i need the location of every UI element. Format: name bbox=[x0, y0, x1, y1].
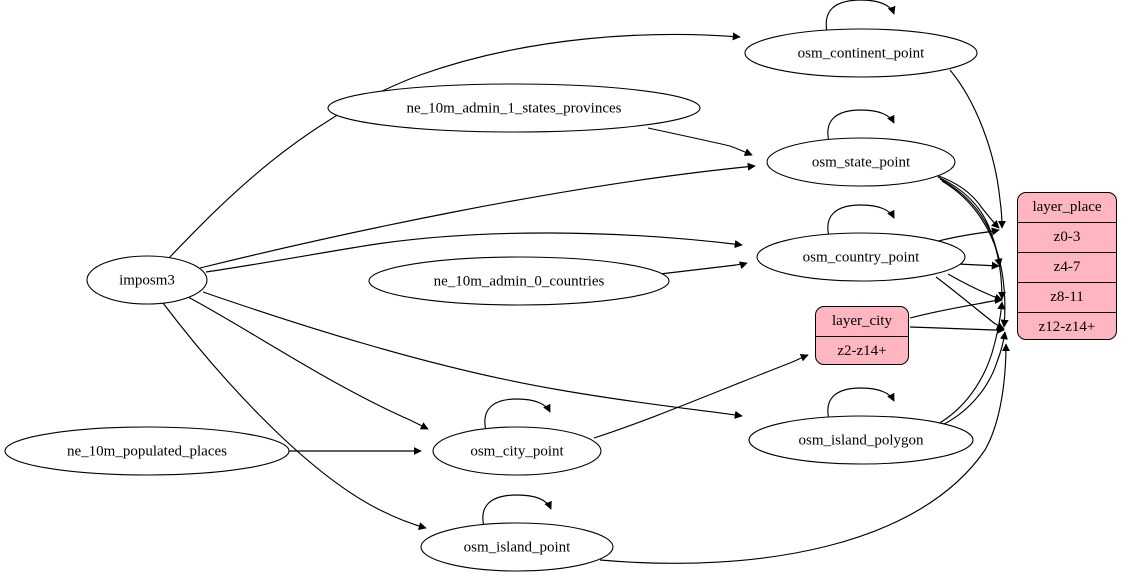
selfloop-osm_state_point bbox=[827, 109, 895, 143]
record-row-layer-place-z0-3[interactable]: z0-3 bbox=[1018, 223, 1116, 253]
edge-imposm3-to-osm_island_point bbox=[162, 302, 427, 530]
edge-ne_10m_admin_1_states_provinces-to-osm_state_point bbox=[647, 127, 753, 156]
edge-osm_state_point-to-layer_place-z12-z14+ bbox=[941, 180, 1009, 328]
record-row-layer-place-z8-11[interactable]: z8-11 bbox=[1018, 283, 1116, 313]
edge-osm_country_point-to-layer_place-z12-z14+ bbox=[935, 276, 1005, 330]
edges-layer bbox=[162, 0, 1011, 564]
selfloop-osm_country_point bbox=[827, 204, 895, 238]
node-osm_island_polygon[interactable]: osm_island_polygon bbox=[748, 415, 974, 465]
node-label-osm_city_point: osm_city_point bbox=[470, 443, 564, 459]
edge-osm_country_point-to-layer_place-z4-7 bbox=[957, 261, 1000, 270]
node-label-ne_10m_populated_places: ne_10m_populated_places bbox=[67, 443, 227, 459]
node-ne_10m_populated_places[interactable]: ne_10m_populated_places bbox=[4, 426, 290, 476]
node-osm_state_point[interactable]: osm_state_point bbox=[766, 137, 956, 187]
edge-imposm3-to-osm_continent_point bbox=[167, 32, 741, 260]
record-node-layer-place[interactable]: layer_place z0-3 z4-7 z8-11 z12-z14+ bbox=[1017, 192, 1117, 340]
edge-osm_country_point-to-layer_place-z0-3 bbox=[933, 227, 1000, 243]
node-label-ne_10m_admin_0_countries: ne_10m_admin_0_countries bbox=[434, 273, 605, 289]
record-row-layer-city-title: layer_city bbox=[816, 307, 908, 337]
record-row-layer-city-z2-z14plus[interactable]: z2-z14+ bbox=[837, 342, 887, 359]
node-ne_10m_admin_0_countries[interactable]: ne_10m_admin_0_countries bbox=[368, 256, 670, 306]
node-imposm3[interactable]: imposm3 bbox=[86, 255, 208, 305]
node-osm_island_point[interactable]: osm_island_point bbox=[420, 522, 614, 572]
edge-osm_island_polygon-to-layer_place-z8-11 bbox=[937, 301, 1006, 425]
node-ne_10m_admin_1_states_provinces[interactable]: ne_10m_admin_1_states_provinces bbox=[327, 83, 701, 133]
edge-osm_island_point-to-layer_place-z12-z14+ bbox=[599, 343, 1011, 564]
selfloop-osm_city_point bbox=[484, 398, 551, 432]
node-label-osm_country_point: osm_country_point bbox=[803, 249, 920, 265]
edge-imposm3-to-osm_country_point bbox=[205, 232, 743, 273]
edge-osm_island_polygon-to-layer_place-z12-z14+ bbox=[939, 331, 1008, 427]
node-osm_continent_point[interactable]: osm_continent_point bbox=[744, 28, 978, 78]
edge-osm_country_point-to-layer_place-z8-11 bbox=[947, 273, 1003, 302]
record-node-layer-city[interactable]: layer_city z2-z14+ bbox=[815, 306, 909, 365]
selfloop-osm_island_polygon bbox=[827, 387, 895, 421]
node-label-osm_state_point: osm_state_point bbox=[812, 154, 911, 170]
edge-layer_city-to-layer_place-z8-11 bbox=[909, 295, 1003, 319]
edge-osm_state_point-to-layer_place-z0-3 bbox=[935, 174, 1000, 229]
selfloop-osm_island_point bbox=[482, 494, 552, 528]
edge-imposm3-to-osm_state_point bbox=[199, 162, 756, 269]
node-osm_country_point[interactable]: osm_country_point bbox=[756, 232, 966, 282]
edge-osm_city_point-to-layer_city bbox=[593, 353, 809, 439]
edge-layer_city-to-layer_place-z12-z14+ bbox=[909, 325, 1005, 335]
selfloop-osm_continent_point bbox=[825, 0, 896, 33]
node-osm_city_point[interactable]: osm_city_point bbox=[432, 426, 602, 476]
record-row-layer-place-z12-z14plus[interactable]: z12-z14+ bbox=[1038, 318, 1096, 335]
node-label-imposm3: imposm3 bbox=[119, 272, 175, 288]
node-label-osm_island_polygon: osm_island_polygon bbox=[798, 432, 924, 448]
node-label-osm_island_point: osm_island_point bbox=[464, 539, 572, 555]
edge-imposm3-to-osm_island_polygon bbox=[202, 291, 743, 419]
edge-osm_continent_point-to-layer_place-z0-3 bbox=[949, 69, 1007, 229]
record-row-layer-place-title: layer_place bbox=[1018, 193, 1116, 223]
edge-imposm3-to-osm_city_point bbox=[187, 296, 429, 430]
node-label-ne_10m_admin_1_states_provinces: ne_10m_admin_1_states_provinces bbox=[407, 100, 622, 116]
edge-ne_10m_admin_0_countries-to-osm_country_point bbox=[659, 261, 748, 275]
node-label-osm_continent_point: osm_continent_point bbox=[798, 45, 925, 61]
record-row-layer-place-z4-7[interactable]: z4-7 bbox=[1018, 253, 1116, 283]
nodes-layer: imposm3 ne_10m_admin_1_states_provinces … bbox=[4, 28, 978, 572]
